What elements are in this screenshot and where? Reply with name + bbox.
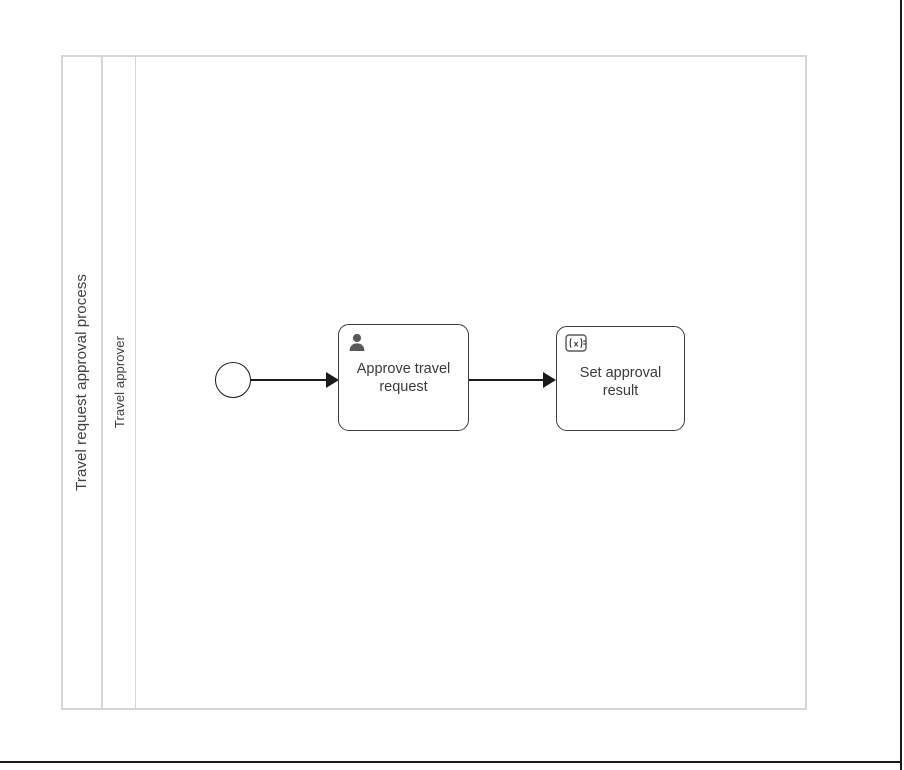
svg-text:x: x [574, 338, 579, 348]
sequence-flow-start-to-approve-travel-request[interactable] [251, 372, 339, 388]
lane-header-travel-approver[interactable]: Travel approver [103, 55, 136, 710]
lane-label: Travel approver [111, 336, 127, 429]
script-task-assignment-icon: x [565, 334, 587, 357]
pool-label: Travel request approval process [72, 274, 90, 491]
start-event[interactable] [215, 362, 251, 398]
user-task-person-icon [347, 332, 367, 357]
sequence-flow-approve-travel-request-to-set-approval-result[interactable] [469, 372, 556, 388]
task-approve-travel-request[interactable]: Approve travel request [338, 324, 469, 431]
task-set-approval-result[interactable]: x Set approval result [556, 326, 685, 431]
page-frame-bottom-rule [0, 761, 901, 763]
task-label: Set approval result [579, 364, 662, 399]
arrowhead-icon [326, 372, 339, 388]
pool-header[interactable]: Travel request approval process [61, 55, 103, 710]
arrowhead-icon [543, 372, 556, 388]
page-frame-right-rule [900, 0, 902, 770]
task-label: Approve travel request [356, 360, 451, 395]
